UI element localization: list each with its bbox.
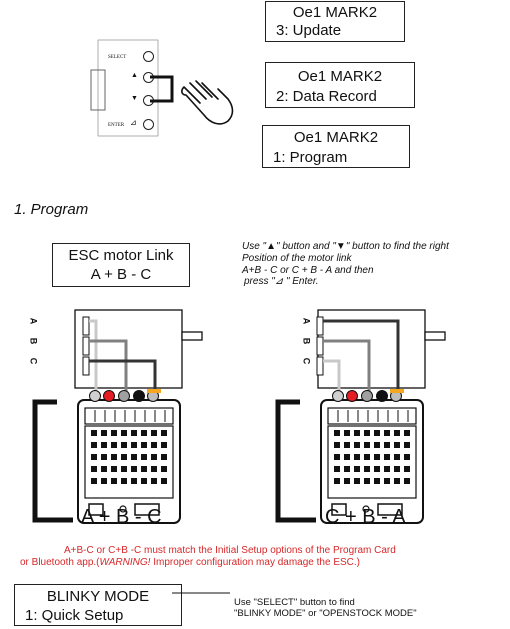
lcd-screen-program: Oe1 MARK2 1: Program: [262, 125, 410, 168]
enter-button[interactable]: [143, 119, 154, 130]
blinky-title: BLINKY MODE: [46, 588, 150, 605]
warning-line-2-post: Improper configuration may damage the ES…: [150, 557, 360, 568]
lcd-title: Oe1 MARK2: [297, 68, 383, 85]
lcd-menu-item: 3: Update: [276, 22, 342, 39]
down-arrow-icon: ▼: [131, 95, 138, 102]
config-label-left: A + B - C: [81, 506, 162, 528]
lcd-screen-data-record: Oe1 MARK2 2: Data Record: [265, 62, 415, 108]
instruction-line: Position of the motor link: [242, 252, 352, 264]
lcd-title: Oe1 MARK2: [292, 4, 378, 21]
blinky-menu-item: 1: Quick Setup: [25, 607, 124, 624]
select-label: SELECT: [108, 55, 127, 60]
esc-diagram-left: [32, 309, 203, 524]
blinky-note: Use "SELECT" button to find "BLINKY MODE…: [234, 597, 417, 619]
motor-label-c: C: [28, 357, 39, 365]
esc-link-title: ESC motor Link: [68, 247, 174, 264]
warning-text: A+B-C or C+B -C must match the Initial S…: [0, 545, 510, 569]
up-arrow-icon: ▲: [131, 72, 138, 79]
instruction-line: Use "▲" button and "▼" button to find th…: [242, 241, 449, 252]
esc-diagram-right: [275, 309, 446, 524]
motor-label-a: A: [301, 317, 312, 325]
connector-line: [172, 592, 230, 594]
enter-label: ENTER: [108, 123, 125, 128]
esc-motor-link-box: ESC motor Link A + B - C: [52, 243, 190, 287]
blinky-mode-box: BLINKY MODE 1: Quick Setup: [14, 584, 182, 626]
section-title: 1. Program: [14, 201, 89, 218]
warning-line-2: or Bluetooth app.(WARNING! Improper conf…: [0, 557, 510, 569]
instruction-line: A+B - C or C + B - A and then: [242, 264, 374, 276]
instructions: Use "▲" button and "▼" button to find th…: [242, 241, 449, 288]
lcd-menu-item: 1: Program: [273, 149, 348, 166]
motor-label-b: B: [28, 337, 39, 345]
enter-glyph-icon: ⊿: [130, 118, 137, 127]
lcd-screen-update: Oe1 MARK2 3: Update: [265, 1, 405, 42]
instruction-line: press "⊿ " Enter.: [244, 276, 319, 288]
lcd-title: Oe1 MARK2: [293, 129, 379, 146]
config-label-right: C + B - A: [325, 506, 406, 528]
motor-label-b: B: [301, 337, 312, 345]
motor-label-c: C: [301, 357, 312, 365]
select-button[interactable]: [143, 51, 154, 62]
warning-line-1: A+B-C or C+B -C must match the Initial S…: [64, 545, 396, 556]
blinky-note-line-1: Use "SELECT" button to find: [234, 597, 355, 608]
motor-label-a: A: [28, 317, 39, 325]
warning-emphasis: WARNING!: [99, 557, 151, 568]
lcd-menu-item: 2: Data Record: [276, 88, 377, 105]
device-panel-drawing: [90, 39, 159, 137]
warning-line-2-pre: or Bluetooth app.(: [20, 557, 100, 568]
device-panel: SELECT ENTER: [90, 38, 220, 138]
esc-link-value: A + B - C: [90, 266, 152, 283]
pointing-hand-icon: [150, 75, 234, 125]
blinky-note-line-2: "BLINKY MODE" or "OPENSTOCK MODE": [234, 608, 417, 619]
